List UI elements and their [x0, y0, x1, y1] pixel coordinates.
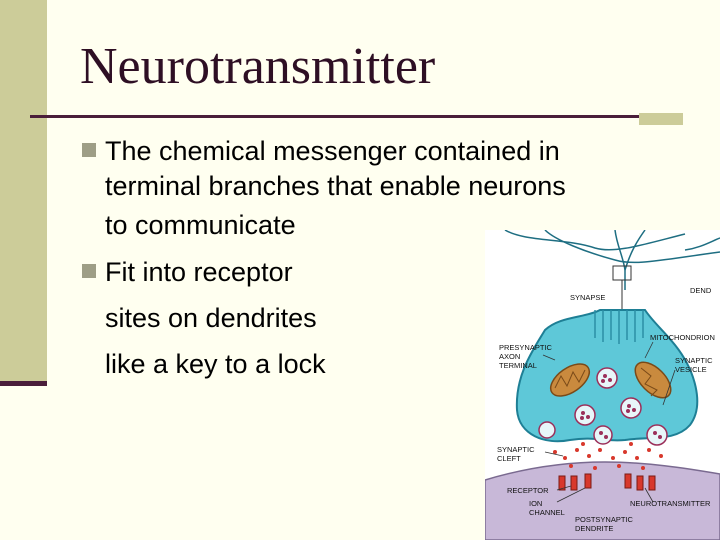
label-presynaptic-1: PRESYNAPTIC	[499, 343, 553, 352]
label-vesicle-1: SYNAPTIC	[675, 356, 713, 365]
label-dendrite-top: DEND	[690, 286, 712, 295]
bullet-1-line-3: to communicate	[105, 210, 296, 240]
sidebar-accent	[0, 381, 47, 386]
bullet-2-line-2: sites on dendrites	[105, 303, 317, 333]
label-cleft-2: CLEFT	[497, 454, 521, 463]
bullet-marker	[82, 143, 96, 157]
label-postsynaptic-2: DENDRITE	[575, 524, 613, 533]
label-presynaptic-2: AXON	[499, 352, 520, 361]
title-divider	[30, 115, 680, 118]
label-synapse: SYNAPSE	[570, 293, 605, 302]
postsynaptic-dendrite	[485, 461, 720, 540]
vesicle-contents	[580, 374, 662, 439]
bullet-2-line-3: like a key to a lock	[105, 349, 326, 379]
synapse-diagram: SYNAPSE DEND PRESYNAPTIC AXON TERMINAL M…	[485, 230, 720, 540]
axon-branches	[504, 230, 720, 290]
bullet-1-line-2: terminal branches that enable neurons	[105, 171, 566, 201]
receptors	[558, 473, 656, 491]
microtubules	[594, 310, 644, 344]
label-mitochondrion: MITOCHONDRION	[650, 333, 715, 342]
divider-accent	[639, 113, 683, 125]
neurotransmitter-molecules	[553, 442, 663, 470]
label-ion-1: ION	[529, 499, 542, 508]
label-cleft-1: SYNAPTIC	[497, 445, 535, 454]
bullet-1-line-1: The chemical messenger contained in	[105, 136, 560, 166]
label-ion-2: CHANNEL	[529, 508, 565, 517]
label-postsynaptic-1: POSTSYNAPTIC	[575, 515, 634, 524]
sidebar-band	[0, 0, 47, 385]
label-vesicle-2: VESICLE	[675, 365, 707, 374]
bullet-2-line-1: Fit into receptor	[105, 257, 293, 287]
label-presynaptic-3: TERMINAL	[499, 361, 537, 370]
label-neurotransmitter: NEUROTRANSMITTER	[630, 499, 711, 508]
leader-lines	[542, 341, 676, 503]
slide-title: Neurotransmitter	[80, 38, 436, 95]
bullet-marker	[82, 264, 96, 278]
label-receptor: RECEPTOR	[507, 486, 549, 495]
synaptic-vesicles	[538, 367, 668, 446]
